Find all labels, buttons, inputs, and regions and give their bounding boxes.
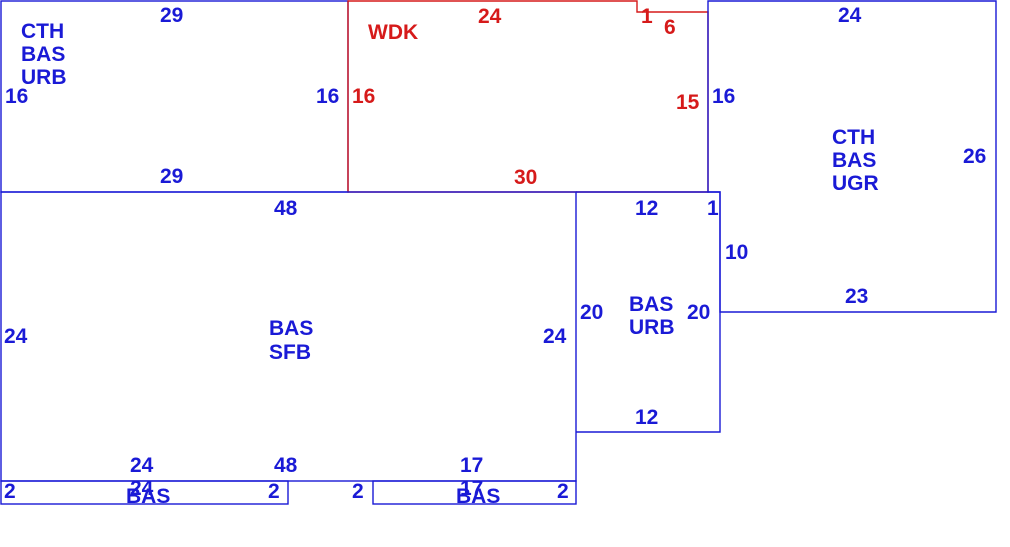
area-bottom-right-strip-name: BAS [456, 485, 500, 508]
dim-bottom-left-strip-right: 2 [268, 480, 280, 503]
dim-deck-bottom: 30 [514, 166, 537, 189]
dim-main-right: 24 [543, 325, 567, 348]
dim-bottom-right-strip-overlap: 17 [460, 477, 483, 500]
area-top-left-name-3: URB [21, 66, 67, 89]
area-bottom-right-strip-outline [372, 480, 577, 505]
dim-bottom-left-strip-overlap: 24 [130, 477, 154, 500]
dim-middle-right-jog: 1 [707, 197, 719, 220]
area-top-left-name-2: BAS [21, 43, 65, 66]
dim-bottom-left-strip-top: 24 [130, 454, 154, 477]
dim-top-left-top: 29 [160, 4, 183, 27]
dim-deck-jog-vertical: 1 [641, 5, 653, 28]
dim-deck-top: 24 [478, 5, 502, 28]
area-bottom-left-strip-outline [0, 480, 289, 505]
area-middle-right-name-1: BAS [629, 293, 673, 316]
area-main-name-1: BAS [269, 317, 313, 340]
dim-top-left-right: 16 [316, 85, 339, 108]
dim-main-bottom: 48 [274, 454, 298, 477]
dim-top-left-bottom: 29 [160, 165, 183, 188]
area-deck-name: WDK [368, 21, 418, 44]
area-middle-right-outline [576, 191, 721, 433]
dim-deck-jog-horizontal: 6 [664, 16, 676, 39]
dim-deck-left: 16 [352, 85, 375, 108]
dim-middle-right-bottom: 12 [635, 406, 658, 429]
dim-middle-right-right: 20 [687, 301, 710, 324]
area-top-left-name-1: CTH [21, 20, 64, 43]
area-middle-right-name-2: URB [629, 316, 675, 339]
dim-top-right-top: 24 [838, 4, 862, 27]
dim-top-right-inner-vertical: 10 [725, 241, 748, 264]
dim-top-right-bottom: 23 [845, 285, 868, 308]
dim-bottom-left-strip-left: 2 [4, 480, 16, 503]
dim-main-left: 24 [4, 325, 28, 348]
dim-bottom-right-strip-right: 2 [557, 480, 569, 503]
dim-top-right-left: 16 [712, 85, 735, 108]
area-top-right-name-3: UGR [832, 172, 879, 195]
dim-middle-right-left: 20 [580, 301, 603, 324]
dim-middle-right-top: 12 [635, 197, 658, 220]
area-bottom-left-strip-name: BAS [126, 485, 170, 508]
dim-bottom-right-strip-top: 17 [460, 454, 483, 477]
dim-top-left-left: 16 [5, 85, 28, 108]
area-main-name-2: SFB [269, 341, 311, 364]
area-top-right-name-2: BAS [832, 149, 876, 172]
dim-top-right-right: 26 [963, 145, 986, 168]
dim-deck-right: 15 [676, 91, 700, 114]
dim-main-top: 48 [274, 197, 298, 220]
area-top-right-name-1: CTH [832, 126, 875, 149]
dim-bottom-right-strip-left: 2 [352, 480, 364, 503]
